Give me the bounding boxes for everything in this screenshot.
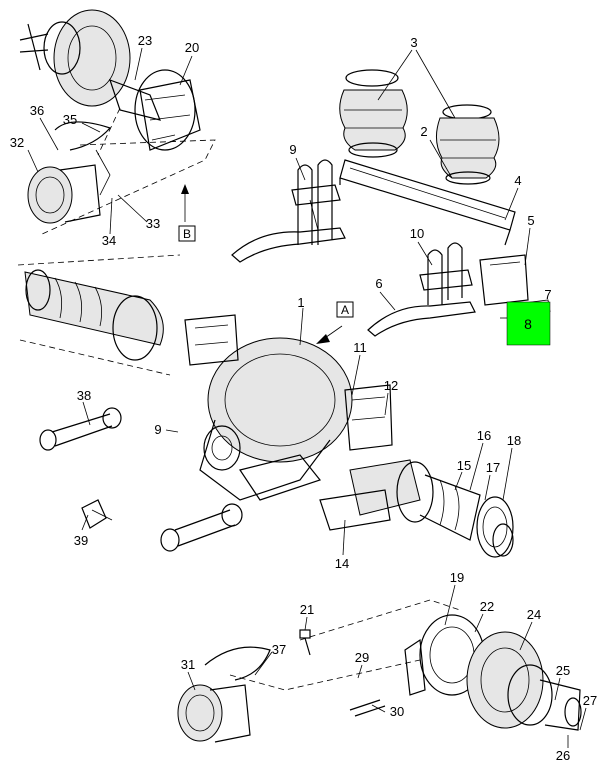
callout-10: 10	[410, 226, 424, 241]
callout-9-upper: 9	[289, 142, 296, 157]
bolt-21	[299, 629, 311, 656]
callout-39: 39	[74, 533, 88, 548]
callout-33: 33	[146, 216, 160, 231]
view-label-a: A	[341, 303, 349, 317]
differential-bracket-left	[184, 314, 239, 366]
axle-tube-right	[349, 459, 481, 541]
callout-15: 15	[457, 458, 471, 473]
leaf-spring-left	[231, 199, 346, 263]
view-label-b: B	[183, 227, 191, 241]
leader-lines	[27, 47, 587, 748]
callout-16: 16	[477, 428, 491, 443]
air-spring-mounting-plate	[339, 159, 516, 246]
callout-26: 26	[556, 748, 570, 761]
callout-24: 24	[527, 607, 541, 622]
brake-drum-bottom	[466, 631, 544, 729]
torque-rod-lower	[160, 503, 243, 552]
spring-seat-14	[319, 489, 391, 531]
differential-bracket-right	[344, 384, 393, 451]
callout-labels: 1 2 3 4 5 6 7 8 9 9 10 11 12 14 15 16 17…	[10, 33, 597, 761]
hub-bottom	[507, 664, 582, 731]
callout-11: 11	[353, 340, 367, 355]
callout-20: 20	[185, 40, 199, 55]
brake-chamber-left	[27, 121, 112, 224]
u-bolt-right	[419, 242, 473, 305]
spring-hanger-bracket	[479, 254, 529, 306]
callout-25: 25	[556, 663, 570, 678]
callout-29: 29	[355, 650, 369, 665]
callout-19: 19	[450, 570, 464, 585]
callout-8: 8	[524, 316, 532, 332]
callout-22: 22	[480, 599, 494, 614]
highlight-box-8	[506, 301, 551, 346]
air-spring-right	[436, 104, 500, 185]
torque-rod-upper	[39, 407, 122, 451]
callout-1: 1	[297, 295, 304, 310]
view-arrow-b: B	[178, 184, 196, 242]
differential-carrier	[199, 337, 353, 501]
callout-30: 30	[390, 704, 404, 719]
bolt-30	[349, 699, 386, 717]
callout-23: 23	[138, 33, 152, 48]
callout-38: 38	[77, 388, 91, 403]
view-arrow-a: A	[316, 301, 354, 344]
callout-5: 5	[527, 213, 534, 228]
u-bolt-left	[291, 159, 341, 245]
callout-12: 12	[384, 378, 398, 393]
callout-27: 27	[583, 693, 597, 708]
callout-17: 17	[486, 460, 500, 475]
callout-36: 36	[30, 103, 44, 118]
callout-37: 37	[272, 642, 286, 657]
callout-9-lower: 9	[154, 422, 161, 437]
callout-34: 34	[102, 233, 116, 248]
callout-7: 7	[544, 287, 551, 302]
callout-31: 31	[181, 657, 195, 672]
brake-drum-top-left	[19, 9, 161, 121]
hub-seal-ring	[476, 496, 514, 558]
callout-14: 14	[335, 556, 349, 571]
callout-2: 2	[420, 124, 427, 139]
callout-35: 35	[63, 112, 77, 127]
callout-4: 4	[514, 173, 521, 188]
brake-shoe-assembly	[134, 69, 201, 151]
brake-chamber-bottom	[177, 646, 271, 743]
callout-32: 32	[10, 135, 24, 150]
callout-21: 21	[300, 602, 314, 617]
callout-18: 18	[507, 433, 521, 448]
air-spring-left	[339, 69, 408, 158]
yoke-39	[81, 499, 113, 529]
leaf-spring-right	[367, 301, 476, 337]
callout-3: 3	[410, 35, 417, 50]
callout-6: 6	[375, 276, 382, 291]
axle-tube-left	[24, 269, 164, 361]
